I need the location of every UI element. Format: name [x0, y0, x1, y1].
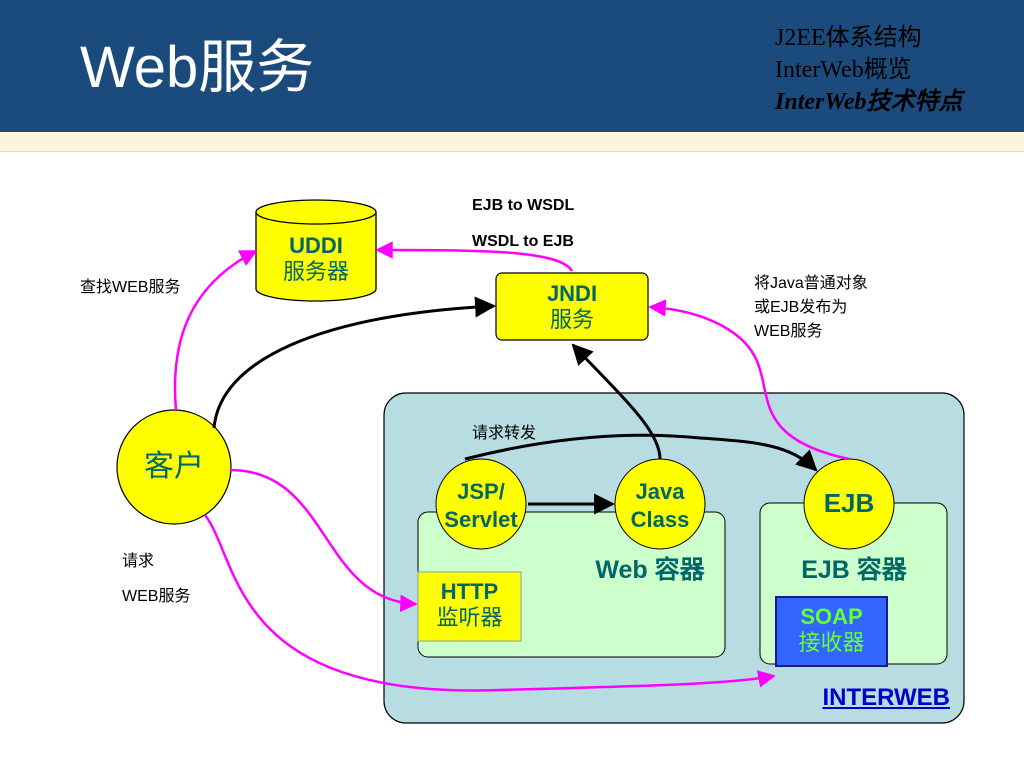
- label-publish-line2: 或EJB发布为: [754, 299, 848, 316]
- client-label: 客户: [144, 450, 204, 483]
- arrow-jndi-to-uddi: [375, 241, 574, 272]
- client-node: [116, 409, 232, 525]
- uddi-server-node: [255, 199, 377, 302]
- http-label-line1: HTTP: [440, 579, 499, 604]
- web-container-label: Web 容器: [595, 556, 705, 584]
- jsp-label: JSP/ Servlet: [436, 478, 526, 534]
- label-web-service: WEB服务: [122, 588, 191, 605]
- soap-label-line1: SOAP: [800, 604, 863, 629]
- header-band: [0, 132, 1024, 152]
- jsp-servlet-node: [435, 458, 527, 550]
- arrow-client-to-http: [229, 468, 418, 613]
- http-label: HTTP 监听器: [418, 579, 521, 631]
- http-label-line2: 监听器: [436, 605, 503, 630]
- header-divider: [0, 151, 1024, 152]
- label-request-forward: 请求转发: [472, 425, 537, 442]
- jsp-label-line1: JSP/: [457, 479, 505, 504]
- slide-navigation: J2EE体系结构 InterWeb概览 InterWeb技术特点: [775, 22, 963, 118]
- uddi-label-line2: 服务器: [282, 259, 349, 284]
- soap-label-line2: 接收器: [798, 630, 865, 655]
- label-request: 请求: [122, 553, 155, 570]
- jndi-label: JNDI 服务: [496, 281, 648, 333]
- interweb-link[interactable]: INTERWEB: [822, 684, 950, 711]
- arrow-client-to-uddi: [173, 249, 258, 411]
- label-ejb-to-wsdl: EJB to WSDL: [472, 197, 575, 214]
- arrow-client-to-jndi: [212, 296, 497, 429]
- label-publish-line3: WEB服务: [754, 323, 823, 340]
- arrow-ejb-to-jndi: [648, 299, 850, 461]
- arrow-client-to-soap: [204, 514, 776, 692]
- soap-label: SOAP 接收器: [776, 604, 887, 656]
- nav-item-overview[interactable]: InterWeb概览: [775, 57, 912, 83]
- label-publish-line1: 将Java普通对象: [754, 275, 868, 292]
- jsp-label-line2: Servlet: [444, 507, 518, 532]
- nav-item-j2ee[interactable]: J2EE体系结构: [775, 25, 922, 51]
- label-publish: 将Java普通对象 或EJB发布为 WEB服务: [754, 272, 868, 344]
- arrow-request-forward: [464, 433, 818, 472]
- arrow-javaclass-to-jndi: [571, 343, 662, 460]
- soap-receiver-node: [775, 596, 888, 667]
- java-class-label-line2: Class: [630, 507, 690, 532]
- nav-item-features[interactable]: InterWeb技术特点: [775, 89, 963, 115]
- http-listener-node: [417, 571, 522, 642]
- label-find-web-service: 查找WEB服务: [80, 279, 181, 296]
- ejb-label: EJB: [823, 488, 875, 518]
- uddi-label-line1: UDDI: [289, 233, 343, 258]
- page-title: Web服务: [80, 35, 315, 100]
- java-class-label: Java Class: [615, 478, 705, 534]
- uddi-label: UDDI 服务器: [256, 233, 376, 285]
- jndi-label-line1: JNDI: [546, 281, 598, 306]
- ejb-container-label: EJB 容器: [801, 556, 907, 584]
- java-class-label-line1: Java: [635, 479, 685, 504]
- label-wsdl-to-ejb: WSDL to EJB: [472, 233, 574, 250]
- header-bar: [0, 0, 1024, 132]
- jndi-label-line2: 服务: [549, 307, 594, 332]
